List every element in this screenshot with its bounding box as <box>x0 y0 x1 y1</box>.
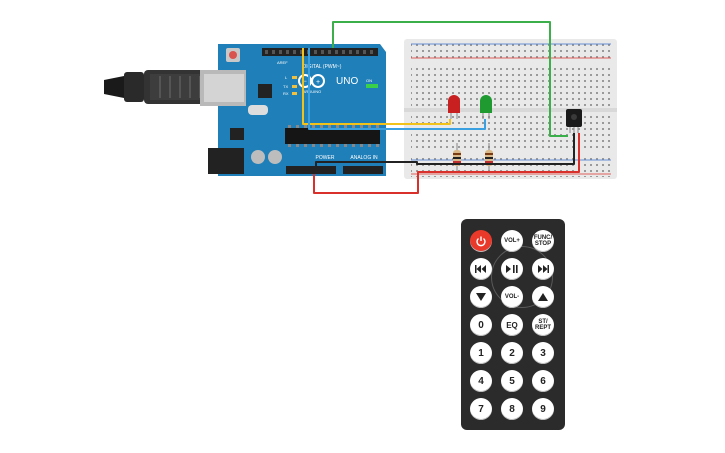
func-stop-button[interactable]: FUNC/ STOP <box>532 230 554 252</box>
remote-dpad-ring <box>491 246 553 308</box>
st-rept-button[interactable]: ST/ REPT <box>532 314 554 336</box>
arduino-uno-board[interactable]: DIGITAL (PWM~) AREF − + UNO ARDUINO L TX… <box>200 44 386 176</box>
digit-2-label: 2 <box>509 347 515 359</box>
arduino-logo: − + <box>298 74 325 88</box>
wire-blue[interactable] <box>308 48 486 130</box>
label-rx: RX <box>283 91 289 96</box>
triangle-up-icon <box>538 293 548 301</box>
digit-1-button[interactable]: 1 <box>470 342 492 364</box>
resistor-2[interactable] <box>485 143 493 172</box>
digit-0-label: 0 <box>478 319 484 331</box>
digit-6-label: 6 <box>540 375 546 387</box>
digit-4-label: 4 <box>478 375 484 387</box>
eq-label: EQ <box>506 320 518 330</box>
wire-green[interactable] <box>332 21 568 137</box>
atmega-chip <box>285 128 380 144</box>
label-l: L <box>285 75 288 80</box>
power-button[interactable] <box>470 230 492 252</box>
eq-button[interactable]: EQ <box>501 314 523 336</box>
regulator <box>230 128 244 140</box>
analog-label: ANALOG IN <box>350 155 378 161</box>
aref-label: AREF <box>277 60 288 65</box>
vol-down-label: VOL- <box>504 294 520 300</box>
func-label: FUNC/ <box>533 235 553 241</box>
red-led[interactable] <box>448 95 460 119</box>
usb-chip <box>258 84 272 98</box>
digit-3-label: 3 <box>540 347 546 359</box>
capacitor-2 <box>268 150 282 164</box>
capacitor-1 <box>251 150 265 164</box>
resistor-1[interactable] <box>453 143 461 172</box>
ir-receiver[interactable] <box>566 109 582 133</box>
crystal <box>248 105 268 115</box>
digit-3-button[interactable]: 3 <box>532 342 554 364</box>
power-jack <box>208 148 244 174</box>
power-label: POWER <box>316 155 335 161</box>
digital-header-label: DIGITAL (PWM~) <box>303 64 342 70</box>
label-on: ON <box>366 78 372 83</box>
digit-7-label: 7 <box>478 403 484 415</box>
power-icon <box>476 236 486 247</box>
digit-9-button[interactable]: 9 <box>532 398 554 420</box>
play-pause-icon <box>506 265 518 273</box>
skip-forward-icon <box>538 265 549 273</box>
vol-up-label: VOL+ <box>504 238 520 244</box>
previous-button[interactable] <box>470 258 492 280</box>
wire-black[interactable] <box>315 133 575 166</box>
digit-9-label: 9 <box>540 403 546 415</box>
digit-4-button[interactable]: 4 <box>470 370 492 392</box>
brand-label: ARDUINO <box>303 89 321 94</box>
digit-1-label: 1 <box>478 347 484 359</box>
wire-red[interactable] <box>313 133 580 194</box>
svg-text:−: − <box>303 79 307 85</box>
digit-5-button[interactable]: 5 <box>501 370 523 392</box>
digit-8-button[interactable]: 8 <box>501 398 523 420</box>
st-label: ST/ <box>538 319 548 325</box>
on-led <box>366 84 378 88</box>
board-model-label: UNO <box>336 76 358 87</box>
breadboard[interactable] <box>404 39 617 179</box>
green-led[interactable] <box>480 95 492 119</box>
down-button[interactable] <box>470 286 492 308</box>
digital-header <box>262 48 378 56</box>
svg-text:+: + <box>316 79 320 86</box>
skip-back-icon <box>475 265 486 273</box>
vol-down-button[interactable]: VOL- <box>501 286 523 308</box>
stop-label: STOP <box>534 241 552 247</box>
triangle-down-icon <box>476 293 486 301</box>
digit-8-label: 8 <box>509 403 515 415</box>
digit-5-label: 5 <box>509 375 515 387</box>
analog-header <box>343 166 383 174</box>
label-tx: TX <box>283 84 288 89</box>
power-header <box>286 166 336 174</box>
digit-7-button[interactable]: 7 <box>470 398 492 420</box>
digit-2-button[interactable]: 2 <box>501 342 523 364</box>
rept-label: REPT <box>534 325 551 331</box>
play-pause-button[interactable] <box>501 258 523 280</box>
wire-yellow[interactable] <box>302 48 451 125</box>
vol-up-button[interactable]: VOL+ <box>501 230 523 252</box>
digit-6-button[interactable]: 6 <box>532 370 554 392</box>
next-button[interactable] <box>532 258 554 280</box>
up-button[interactable] <box>532 286 554 308</box>
digit-0-button[interactable]: 0 <box>470 314 492 336</box>
